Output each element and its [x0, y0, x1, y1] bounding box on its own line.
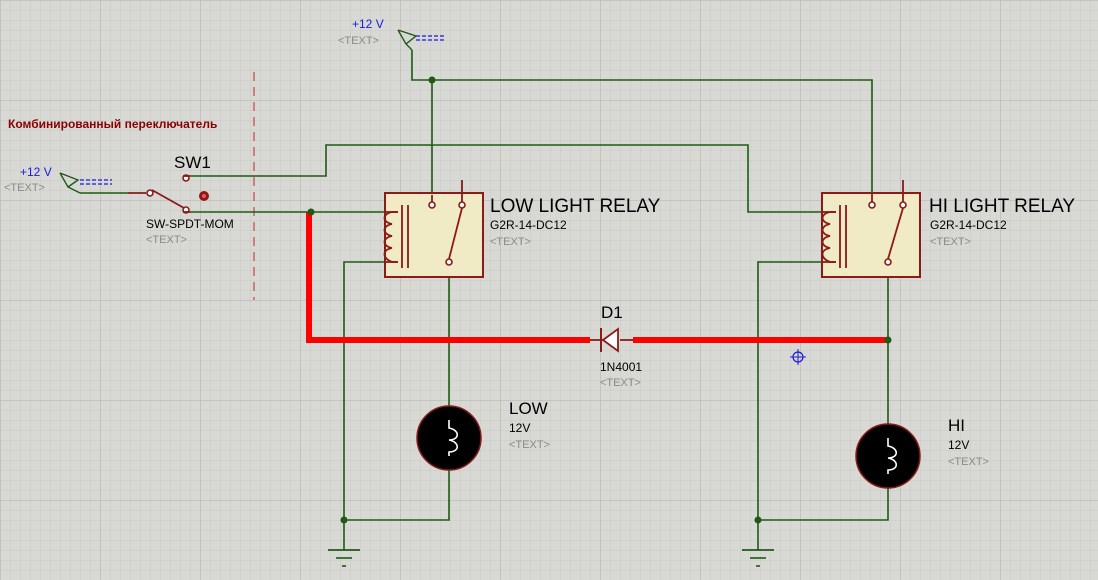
sw1-text-placeholder: <TEXT>: [146, 234, 187, 246]
relay-low-light[interactable]: LOW LIGHT RELAY G2R-14-DC12 <TEXT>: [383, 180, 661, 278]
power-top-label: +12 V: [352, 17, 384, 31]
junction-dot: [340, 516, 348, 524]
ground-right[interactable]: [742, 549, 774, 567]
wire-hi-coil-bottom: [757, 261, 822, 520]
diode-d1[interactable]: D1 1N4001 <TEXT>: [590, 303, 642, 389]
relay-contact: [868, 201, 876, 209]
low-relay-value: G2R-14-DC12: [490, 218, 567, 232]
relay-contact: [899, 201, 907, 209]
wire-hi-lamp-to-ground: [758, 488, 889, 521]
wire-low-lamp-to-ground: [344, 470, 450, 521]
sw1-ref: SW1: [174, 153, 211, 172]
power-terminal-left[interactable]: +12 V <TEXT>: [4, 165, 112, 194]
lamp-filament: [448, 420, 459, 456]
lamp-bulb-icon: [416, 405, 482, 471]
relay-hi-light[interactable]: HI LIGHT RELAY G2R-14-DC12 <TEXT>: [821, 180, 1075, 278]
relay-switch-arm: [448, 207, 463, 260]
relay-switch-arm: [887, 207, 904, 260]
hi-relay-value: G2R-14-DC12: [930, 218, 1007, 232]
relay-contact: [884, 258, 892, 266]
wire-sw-upper-out: [190, 144, 822, 213]
low-lamp-ref: LOW: [509, 399, 548, 418]
junction-dot: [754, 516, 762, 524]
hi-lamp-ref: HI: [948, 416, 965, 435]
relay-coil-icon: [821, 211, 836, 263]
switch-pin: [146, 189, 154, 197]
hi-relay-text-placeholder: <TEXT>: [930, 236, 971, 248]
d1-value: 1N4001: [600, 360, 642, 374]
d1-ref: D1: [601, 303, 623, 322]
lamp-bulb-icon: [855, 423, 921, 489]
d1-text-placeholder: <TEXT>: [600, 377, 641, 389]
junction-dot: [428, 76, 436, 84]
lamp-low[interactable]: LOW 12V <TEXT>: [416, 399, 550, 471]
relay-contact: [445, 258, 453, 266]
switch-lever: [151, 189, 185, 209]
power-left-text-placeholder: <TEXT>: [4, 182, 45, 194]
lamp-hi[interactable]: HI 12V <TEXT>: [855, 416, 989, 489]
wire-low-coil-bottom: [343, 261, 386, 520]
diode-triangle-icon: [601, 327, 619, 353]
wire-top-power-drop: [411, 50, 432, 81]
note-label: Комбинированный переключатель: [8, 117, 217, 131]
low-relay-ref: LOW LIGHT RELAY: [490, 196, 661, 217]
hi-lamp-text-placeholder: <TEXT>: [948, 456, 989, 468]
junction-dot: [307, 208, 315, 216]
low-lamp-text-placeholder: <TEXT>: [509, 439, 550, 451]
wire-red-left: [306, 212, 590, 343]
highlighted-wire[interactable]: [306, 212, 888, 343]
lamp-filament: [887, 438, 898, 474]
relay-contact: [458, 201, 466, 209]
switch-sw1[interactable]: SW1 SW-SPDT-MOM <TEXT>: [128, 153, 234, 246]
junctions: [307, 76, 892, 524]
relay-contact: [428, 201, 436, 209]
power-top-text-placeholder: <TEXT>: [338, 35, 379, 47]
ground-left[interactable]: [328, 549, 360, 567]
sw1-value: SW-SPDT-MOM: [146, 217, 234, 231]
power-terminal-top[interactable]: +12 V <TEXT>: [338, 17, 446, 51]
hi-lamp-value: 12V: [948, 438, 969, 452]
wires: [80, 50, 889, 550]
power-left-label: +12 V: [20, 165, 52, 179]
relay-coil-icon: [383, 211, 398, 263]
hi-relay-ref: HI LIGHT RELAY: [929, 196, 1075, 217]
low-lamp-value: 12V: [509, 421, 530, 435]
crosshair-cursor-icon: [790, 349, 806, 365]
wire-top-bus: [432, 79, 873, 193]
low-relay-text-placeholder: <TEXT>: [490, 236, 531, 248]
junction-dot: [884, 336, 892, 344]
